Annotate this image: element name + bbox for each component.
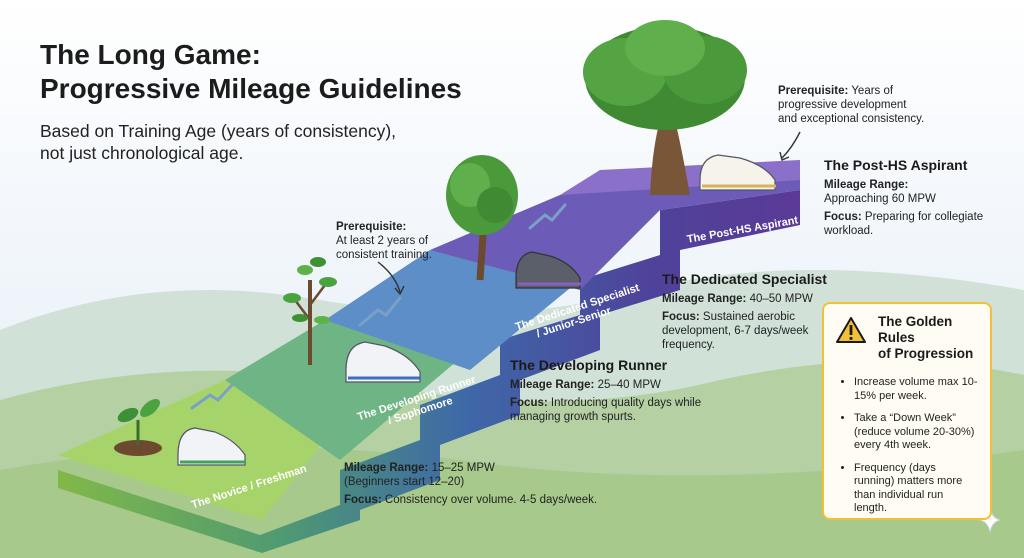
rule-item: Frequency (days running) matters more th…	[854, 462, 978, 516]
rule-item: Take a “Down Week” (reduce volume 20-30%…	[854, 412, 978, 453]
running-shoe-icon	[699, 154, 776, 191]
subtitle: Based on Training Age (years of consiste…	[40, 120, 396, 164]
trail-shoe-icon	[515, 251, 581, 289]
novice-mileage-label: Mileage Range:	[344, 462, 429, 474]
dedicated-info: The Dedicated Specialist Mileage Range: …	[662, 272, 832, 352]
rules-heading-1: The Golden Rules	[878, 314, 953, 345]
aspirant-focus-value2: workload.	[824, 225, 874, 237]
aspirant-heading: The Post-HS Aspirant	[824, 157, 968, 173]
prereq2-label: Prerequisite:	[778, 85, 849, 97]
prereq2-line3: and exceptional consistency.	[778, 113, 925, 125]
novice-mileage-value: 15–25 MPW	[431, 462, 495, 474]
page-title: The Long Game: Progressive Mileage Guide…	[40, 38, 462, 106]
developing-mileage-label: Mileage Range:	[510, 379, 595, 391]
sapling-icon	[283, 257, 337, 365]
aspirant-mileage-value: Approaching 60 MPW	[824, 193, 936, 205]
warning-icon	[836, 317, 866, 343]
developing-info: The Developing Runner Mileage Range: 25–…	[510, 358, 730, 424]
aspirant-focus-label: Focus:	[824, 211, 862, 223]
title-line-2: Progressive Mileage Guidelines	[40, 73, 462, 104]
prereq1-arrow	[377, 261, 401, 293]
prereq1-label: Prerequisite:	[336, 221, 407, 233]
aspirant-info: The Post-HS Aspirant Mileage Range: Appr…	[824, 158, 1009, 238]
novice-focus-value: Consistency over volume. 4-5 days/week.	[384, 494, 598, 506]
dedicated-mileage-value: 40–50 MPW	[749, 293, 813, 305]
prereq1-line1: At least 2 years of	[336, 235, 429, 247]
prereq2-line1: Years of	[851, 85, 894, 97]
prereq-aspirant: Prerequisite: Years of progressive devel…	[778, 84, 924, 126]
step-2-top	[225, 320, 470, 460]
seedling-icon	[114, 399, 162, 456]
developing-mileage-value: 25–40 MPW	[597, 379, 661, 391]
prereq1-arrowhead	[394, 285, 405, 296]
young-tree-icon	[446, 155, 518, 281]
novice-info: Mileage Range: 15–25 MPW (Beginners star…	[344, 461, 604, 507]
rules-heading-2: of Progression	[878, 346, 974, 361]
running-shoe-icon	[177, 427, 246, 466]
dedicated-mileage-label: Mileage Range:	[662, 293, 747, 305]
prereq2-arrow	[781, 131, 801, 159]
subtitle-line-1: Based on Training Age (years of consiste…	[40, 121, 397, 141]
rules-list: Increase volume max 10-15% per week. Tak…	[836, 376, 978, 516]
prereq2-arrowhead	[779, 151, 790, 161]
aspirant-mileage-label: Mileage Range:	[824, 179, 909, 191]
golden-rules-panel: The Golden Rules of Progression Increase…	[822, 302, 992, 520]
developing-heading: The Developing Runner	[510, 357, 668, 373]
developing-focus-value1: Introducing quality days while	[550, 397, 702, 409]
novice-focus-label: Focus:	[344, 494, 382, 506]
novice-mileage-note: (Beginners start 12–20)	[344, 476, 465, 488]
prereq2-line2: progressive development	[778, 99, 907, 111]
title-line-1: The Long Game:	[40, 39, 261, 70]
rule-item: Increase volume max 10-15% per week.	[854, 376, 978, 403]
subtitle-line-2: not just chronological age.	[40, 143, 244, 163]
developing-focus-label: Focus:	[510, 397, 548, 409]
dedicated-focus-value1: Sustained aerobic	[702, 311, 795, 323]
running-shoe-icon	[345, 341, 421, 383]
prereq1-line2: consistent training.	[336, 249, 432, 261]
dedicated-focus-label: Focus:	[662, 311, 700, 323]
dedicated-focus-value2: development, 6-7 days/week	[662, 325, 809, 337]
prereq-developing: Prerequisite: At least 2 years of consis…	[336, 220, 432, 262]
mature-tree-icon	[583, 20, 747, 195]
dedicated-focus-value3: frequency.	[662, 339, 715, 351]
dedicated-heading: The Dedicated Specialist	[662, 271, 827, 287]
developing-focus-value2: managing growth spurts.	[510, 411, 636, 423]
stair-front	[58, 190, 800, 553]
progress-arrows	[190, 203, 567, 410]
aspirant-focus-value1: Preparing for collegiate	[864, 211, 984, 223]
